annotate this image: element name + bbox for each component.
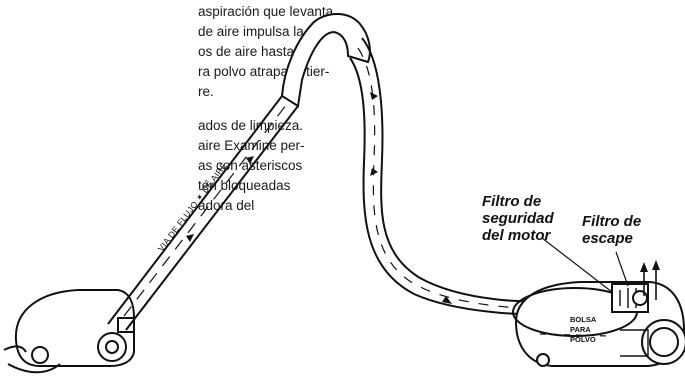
hose bbox=[350, 38, 574, 314]
handle-grip bbox=[282, 14, 370, 106]
airflow-arrow bbox=[370, 92, 378, 100]
floor-nozzle bbox=[4, 290, 134, 372]
leader-line-escape bbox=[616, 252, 628, 286]
exhaust-filter-label-line: escape bbox=[582, 230, 641, 247]
motor-filter-label-line: del motor bbox=[482, 227, 554, 244]
dust-bag-label: BOLSA bbox=[570, 315, 597, 324]
motor-safety-filter-label: Filtro de seguridad del motor bbox=[482, 193, 554, 244]
exhaust-arrow-head bbox=[640, 262, 648, 272]
airflow-arrow bbox=[246, 156, 254, 164]
exhaust-arrow-head bbox=[652, 260, 660, 270]
motor-filter-label-line: Filtro de bbox=[482, 193, 554, 210]
exhaust-filter-label: Filtro de escape bbox=[582, 213, 641, 247]
dust-bag-label: POLVO bbox=[570, 335, 596, 344]
motor-filter-label-line: seguridad bbox=[482, 210, 554, 227]
airflow-path-label: VIA DE FLUJO ✶ DE AIRE bbox=[156, 160, 229, 253]
canister-body bbox=[513, 282, 685, 366]
hose-airflow-arrows bbox=[358, 48, 572, 308]
exhaust-filter-label-line: Filtro de bbox=[582, 213, 641, 230]
airflow-arrow bbox=[186, 234, 194, 242]
wand-airflow-arrows bbox=[124, 100, 290, 316]
dust-bag-label: PARA bbox=[570, 325, 591, 334]
